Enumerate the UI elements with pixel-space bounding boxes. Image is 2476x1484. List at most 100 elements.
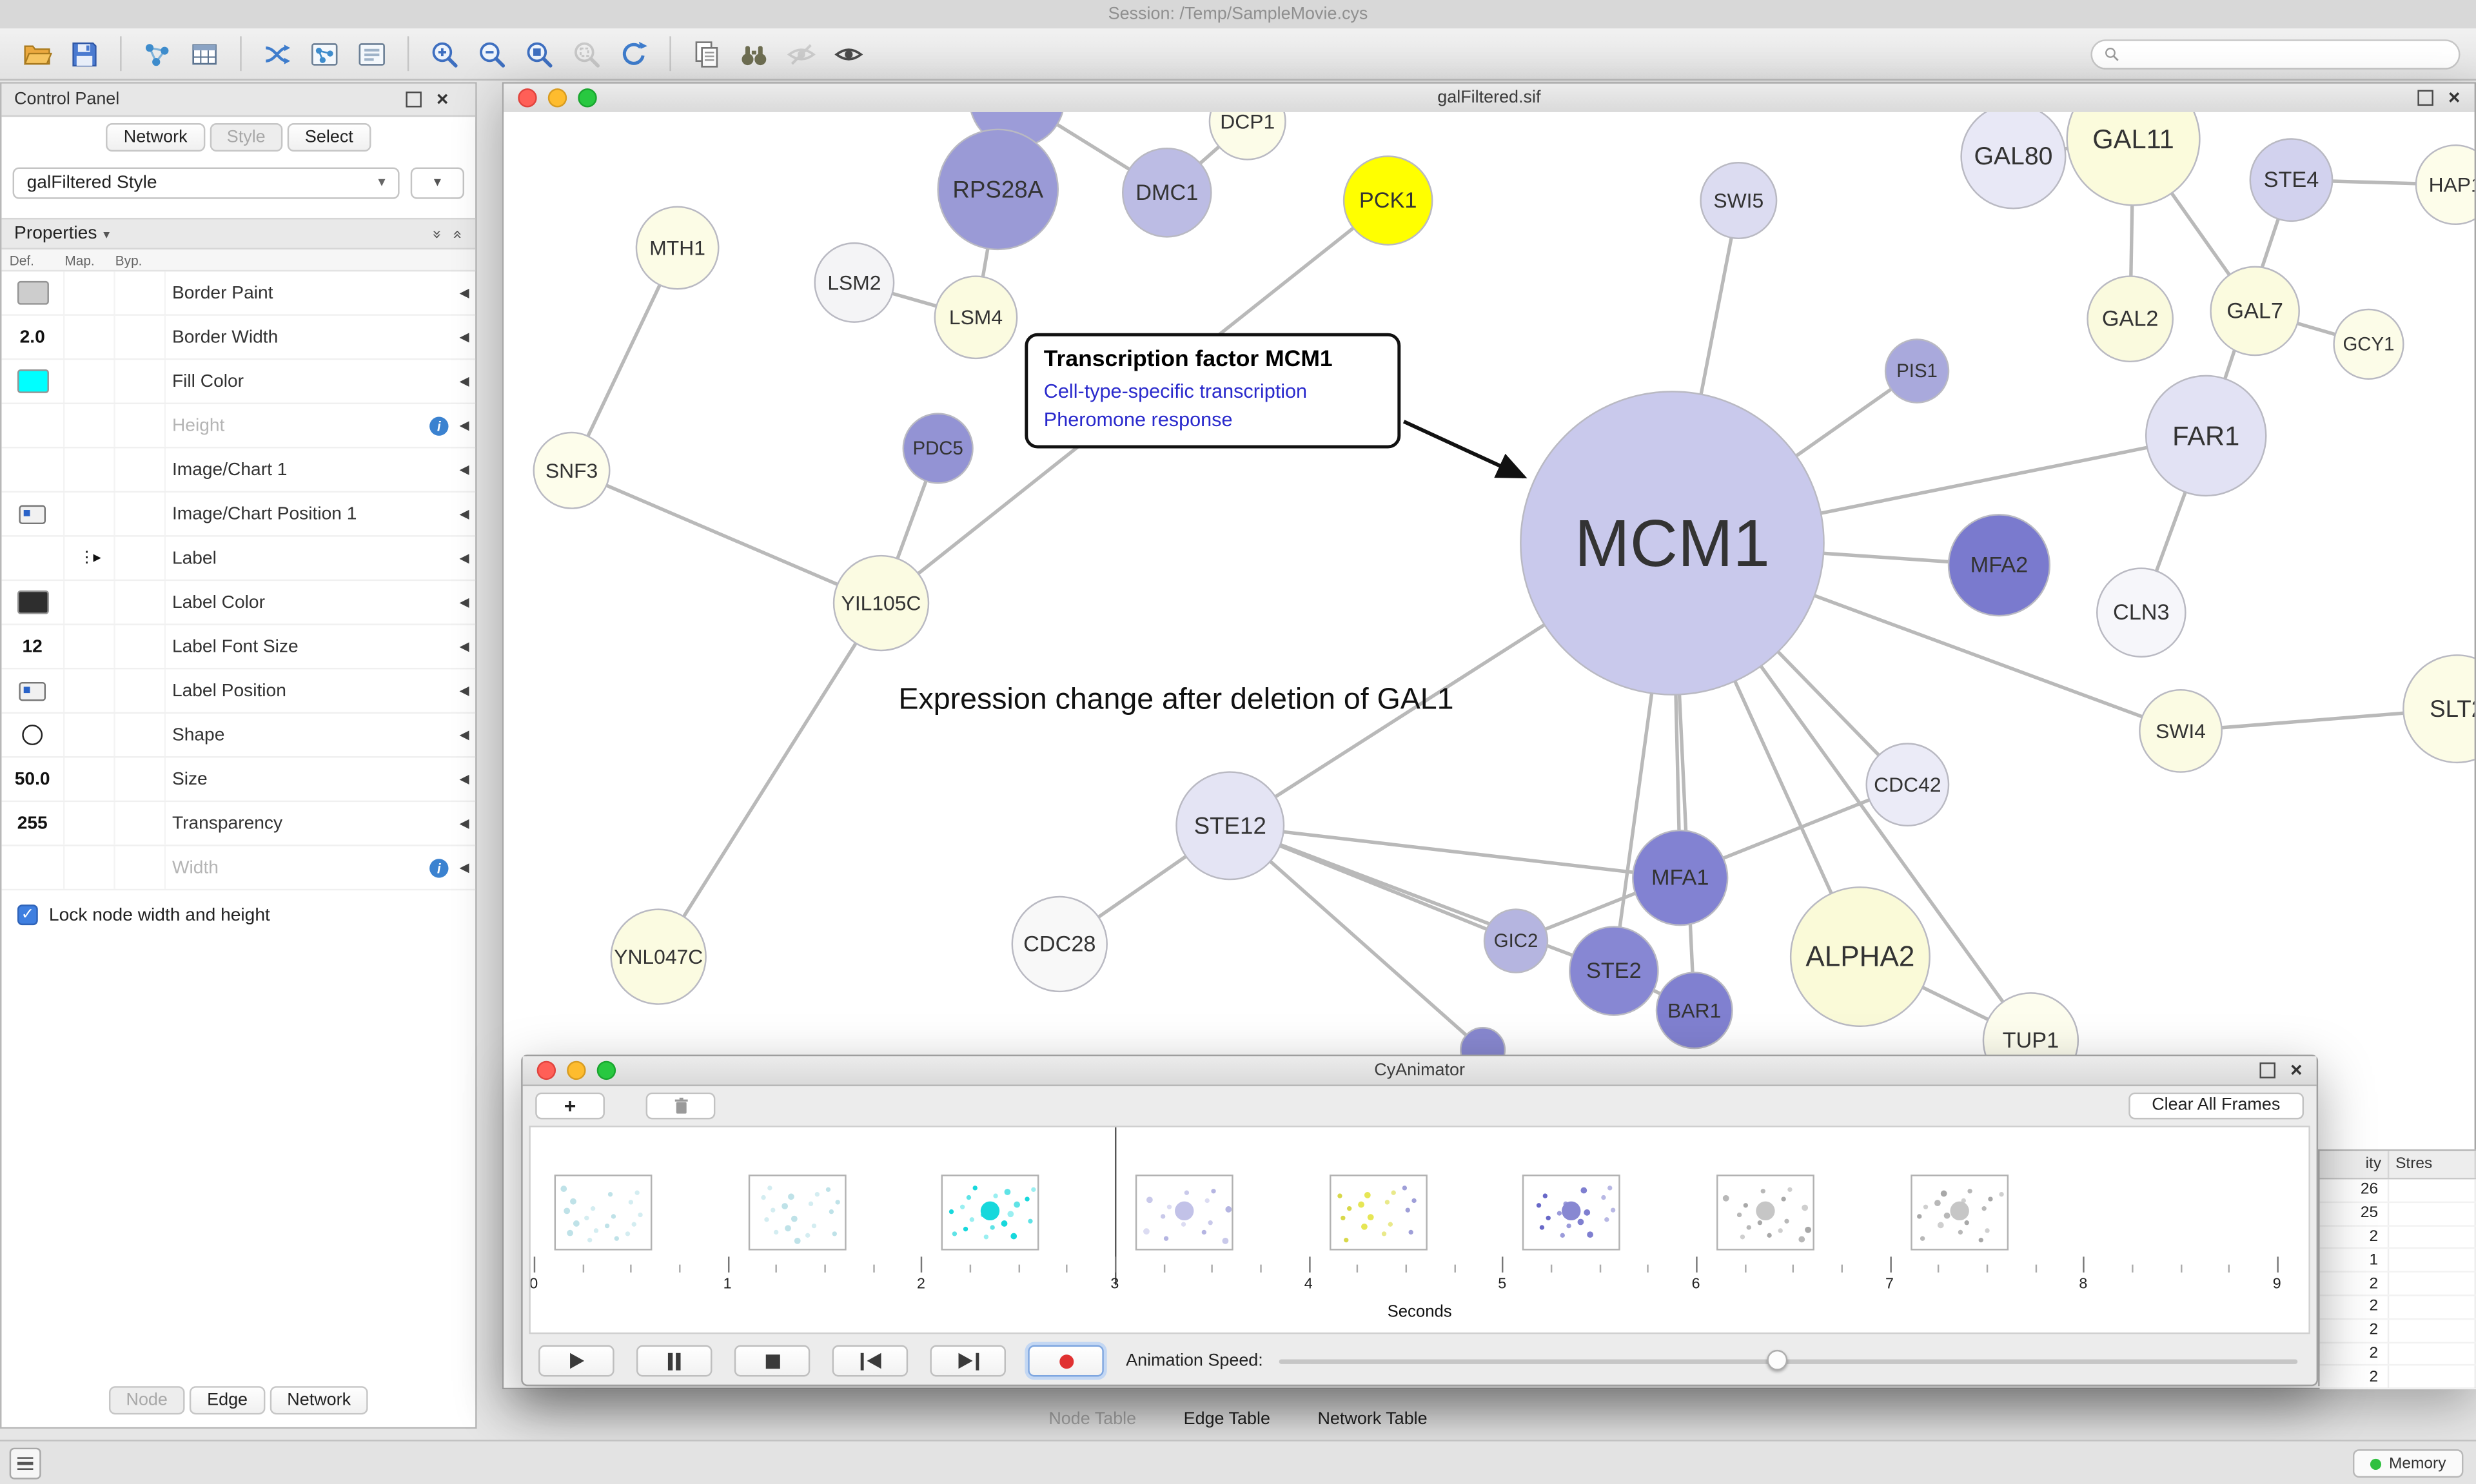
tab-style[interactable]: Style [209, 123, 283, 152]
table-row[interactable]: 26 [2319, 1179, 2476, 1203]
network-graph[interactable]: RPS28ADMC1DCP1PCK1SWI5GAL80GAL11STE4HAP1… [504, 112, 2475, 1388]
float-window-icon[interactable] [2260, 1062, 2276, 1079]
node-pis1[interactable]: PIS1 [1884, 338, 1950, 404]
property-row-shape[interactable]: Shape◀ [1, 713, 476, 758]
stop-button[interactable] [734, 1345, 811, 1377]
expand-arrow-icon[interactable]: ◀ [459, 639, 469, 654]
properties-header[interactable]: Properties ▾ » » [1, 217, 476, 249]
position-icon[interactable] [19, 681, 46, 701]
edge-snf3-yil105c[interactable] [571, 469, 882, 605]
speed-slider[interactable] [1279, 1345, 2298, 1377]
table-row[interactable]: 1 [2319, 1249, 2476, 1273]
tab-network[interactable]: Network [270, 1386, 369, 1415]
frame-thumbnail-8[interactable] [1910, 1175, 2009, 1251]
playhead[interactable] [1114, 1127, 1117, 1285]
panel-toggle-button[interactable] [9, 1447, 41, 1479]
tab-node-table[interactable]: Node Table [1048, 1409, 1137, 1429]
node-dcp1[interactable]: DCP1 [1208, 112, 1286, 161]
node-ynl047c[interactable]: YNL047C [610, 908, 707, 1005]
zoom-window-button[interactable] [578, 88, 597, 108]
expand-arrow-icon[interactable]: ◀ [459, 374, 469, 389]
node-pdc5[interactable]: PDC5 [902, 413, 974, 484]
tab-edge-table[interactable]: Edge Table [1183, 1409, 1270, 1429]
apply-layout-button[interactable] [256, 33, 299, 74]
expand-arrow-icon[interactable]: ◀ [459, 772, 469, 786]
tab-network-table[interactable]: Network Table [1317, 1409, 1428, 1429]
search-input[interactable] [2128, 43, 2448, 65]
annotation-arrow[interactable] [1402, 420, 1528, 479]
clear-all-frames-button[interactable]: Clear All Frames [2128, 1091, 2304, 1119]
tab-select[interactable]: Select [287, 123, 371, 152]
pause-button[interactable] [636, 1345, 712, 1377]
zoom-out-button[interactable] [471, 33, 513, 74]
node-far1[interactable]: FAR1 [2145, 375, 2267, 497]
default-value[interactable]: 255 [17, 814, 48, 833]
node-gal2[interactable]: GAL2 [2087, 275, 2174, 363]
edge-ynl047c-yil105c[interactable] [656, 602, 883, 958]
collapse-all-icon[interactable]: » [449, 228, 467, 239]
property-row-image-chart-1[interactable]: Image/Chart 1◀ [1, 448, 476, 493]
close-view-icon[interactable]: × [2290, 1057, 2303, 1082]
default-value[interactable]: 2.0 [19, 327, 45, 347]
table-row[interactable]: 2 [2319, 1319, 2476, 1343]
table-row[interactable]: 2 [2319, 1225, 2476, 1250]
node-gcy1[interactable]: GCY1 [2333, 308, 2404, 380]
table-row[interactable]: 25 [2319, 1202, 2476, 1226]
property-row-fill-color[interactable]: Fill Color◀ [1, 360, 476, 404]
zoom-selected-button[interactable] [565, 33, 608, 74]
node-mfa2[interactable]: MFA2 [1947, 514, 2051, 617]
expand-arrow-icon[interactable]: ◀ [459, 462, 469, 477]
tab-network[interactable]: Network [106, 123, 205, 152]
zoom-window-button[interactable] [596, 1060, 616, 1080]
record-button[interactable] [1028, 1345, 1104, 1377]
close-panel-icon[interactable]: × [436, 86, 449, 111]
default-value[interactable]: 12 [22, 637, 43, 656]
expand-arrow-icon[interactable]: ◀ [459, 418, 469, 433]
node-dmc1[interactable]: DMC1 [1122, 147, 1212, 238]
node-gal80[interactable]: GAL80 [1960, 112, 2067, 210]
hide-panel-button[interactable] [780, 33, 823, 74]
node-rps28a[interactable]: RPS28A [937, 128, 1059, 251]
node-ste12[interactable]: STE12 [1175, 771, 1285, 881]
color-swatch[interactable] [16, 590, 48, 614]
play-button[interactable] [538, 1345, 614, 1377]
expand-arrow-icon[interactable]: ◀ [459, 551, 469, 565]
minimize-window-button[interactable] [567, 1060, 586, 1080]
node-mth1[interactable]: MTH1 [635, 206, 720, 290]
frame-thumbnail-2[interactable] [747, 1175, 846, 1251]
close-view-icon[interactable]: × [2448, 85, 2461, 109]
refresh-view-button[interactable] [613, 33, 655, 74]
annotation-link[interactable]: Cell-type-specific transcription [1043, 380, 1308, 403]
node-cdc42[interactable]: CDC42 [1865, 743, 1950, 827]
node-mfa1[interactable]: MFA1 [1632, 829, 1729, 926]
caption-annotation[interactable]: Expression change after deletion of GAL1 [898, 682, 1453, 716]
frame-thumbnail-7[interactable] [1716, 1175, 1814, 1251]
property-row-image-chart-position-1[interactable]: Image/Chart Position 1◀ [1, 493, 476, 537]
zoom-in-button[interactable] [423, 33, 466, 74]
property-row-border-paint[interactable]: Border Paint◀ [1, 271, 476, 316]
expand-arrow-icon[interactable]: ◀ [459, 816, 469, 831]
annotation-box[interactable]: Transcription factor MCM1 Cell-type-spec… [1025, 333, 1401, 449]
frame-thumbnail-4[interactable] [1135, 1175, 1233, 1251]
table-row[interactable]: 2 [2319, 1366, 2476, 1390]
minimize-window-button[interactable] [547, 88, 567, 108]
frame-thumbnail-3[interactable] [941, 1175, 1040, 1251]
network-window-titlebar[interactable]: galFiltered.sif × [504, 83, 2475, 114]
zoom-fit-button[interactable] [518, 33, 560, 74]
color-swatch[interactable] [16, 369, 48, 393]
expand-all-icon[interactable]: » [426, 228, 444, 239]
expand-arrow-icon[interactable]: ◀ [459, 860, 469, 875]
copy-button[interactable] [685, 33, 728, 74]
frame-thumbnail-5[interactable] [1329, 1175, 1427, 1251]
node-slt2[interactable]: SLT2 [2402, 654, 2475, 764]
add-frame-button[interactable]: + [535, 1091, 605, 1119]
annotation-link[interactable]: Pheromone response [1043, 409, 1233, 431]
property-row-label[interactable]: ⋮▸Label◀ [1, 536, 476, 581]
table-column-stress[interactable]: Stres [2389, 1151, 2476, 1178]
edge-ste12-mfa1[interactable] [1230, 824, 1681, 880]
node-ste2[interactable]: STE2 [1569, 926, 1659, 1016]
